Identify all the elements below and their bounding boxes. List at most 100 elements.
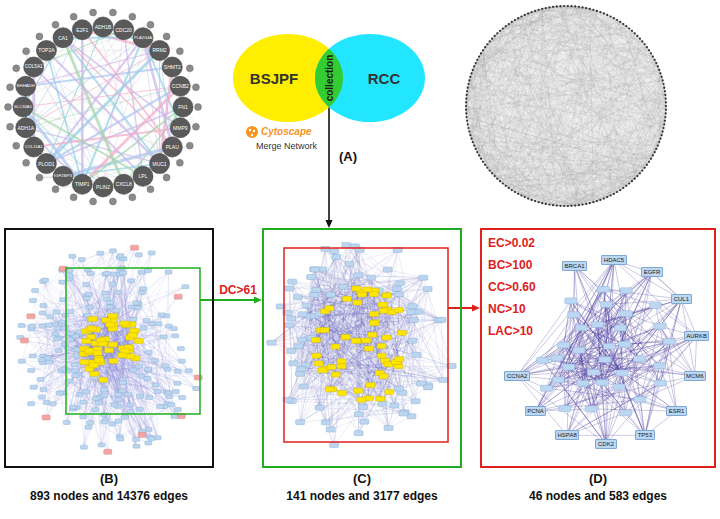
network-node (174, 408, 181, 412)
interaction-line (23, 107, 143, 176)
hub-node (559, 406, 571, 412)
network-node (82, 390, 89, 394)
interaction-line (23, 107, 82, 184)
network-dot (491, 172, 493, 174)
network-node (179, 396, 186, 400)
network-node (28, 402, 35, 406)
network-node (61, 342, 68, 346)
network-node (67, 332, 74, 336)
network-node (424, 385, 433, 390)
gene-dot (23, 159, 30, 166)
network-dot (634, 178, 636, 180)
network-dot (570, 205, 572, 207)
hub-node (616, 370, 628, 376)
network-dot (567, 5, 569, 7)
network-node (330, 443, 339, 448)
network-node (71, 363, 78, 367)
network-dot (508, 23, 510, 25)
gene-circle (16, 118, 36, 138)
network-dot (520, 194, 522, 196)
network-dot (465, 101, 467, 103)
network-node (127, 410, 134, 414)
network-node (310, 292, 319, 297)
network-node (72, 374, 79, 378)
hub-node (613, 384, 625, 390)
core-node (106, 322, 115, 327)
network-node (100, 388, 107, 392)
network-dot (538, 9, 540, 11)
network-dot (581, 6, 583, 8)
logo-dot (253, 130, 255, 132)
network-dot (502, 27, 504, 29)
network-node (55, 348, 62, 352)
network-node (154, 389, 161, 393)
flow-arrow (325, 105, 332, 228)
network-dot (508, 187, 510, 189)
flow-arrow (214, 296, 262, 303)
network-dot (659, 138, 661, 140)
panel-caption: 893 nodes and 14376 edges (6, 489, 212, 503)
network-node (128, 305, 135, 309)
hub-node (585, 406, 597, 412)
network-node (140, 287, 147, 291)
network-node (47, 315, 54, 319)
network-dot (531, 11, 533, 13)
set-label: BSJPF (250, 70, 298, 87)
network-dot (664, 116, 666, 118)
network-dot (603, 12, 605, 14)
network-node (80, 415, 87, 419)
core-node (376, 396, 385, 401)
gene-name: MMP9 (173, 125, 187, 131)
network-dot (609, 15, 611, 17)
network-dot (524, 196, 526, 198)
network-dot (589, 8, 591, 10)
core-node (109, 358, 118, 363)
network-dot (494, 175, 496, 177)
core-node (382, 293, 391, 298)
interaction-line (143, 38, 172, 147)
network-node (172, 334, 179, 338)
network-dot (467, 87, 469, 89)
network-node (101, 420, 108, 424)
network-dot (622, 23, 624, 25)
gene-name: CCNB2 (172, 83, 189, 89)
hub-node (600, 302, 612, 308)
interaction-line (23, 38, 63, 107)
network-node (423, 286, 432, 291)
venn-overlap: collection (319, 51, 339, 105)
gene-dot (192, 84, 199, 91)
filter-criterion: BC>100 (486, 258, 534, 272)
gene-dot (5, 104, 12, 111)
core-node (95, 358, 104, 363)
network-node (27, 314, 35, 319)
network-node (98, 443, 105, 447)
network-node (144, 376, 151, 380)
network-node (330, 249, 339, 254)
panel-caption: (D) (482, 471, 714, 486)
network-node (399, 411, 408, 416)
filter-criterion: CC>0.60 (486, 280, 538, 294)
hub-node (619, 341, 631, 347)
network-dot (470, 72, 472, 74)
gene-circle (53, 28, 73, 48)
core-node (379, 374, 388, 379)
gene-name: TIMP1 (75, 181, 90, 187)
zoom-lead (200, 299, 214, 301)
network-node (182, 285, 189, 289)
filtered-network (267, 242, 462, 447)
network-node (113, 309, 120, 313)
network-node (288, 279, 297, 284)
network-node (145, 268, 152, 272)
network-dot (524, 14, 526, 16)
network-node (293, 294, 302, 299)
network-node (177, 347, 184, 351)
network-node (165, 270, 172, 274)
network-node (119, 381, 126, 385)
network-node (294, 344, 303, 349)
core-node (377, 343, 386, 348)
gene-name: LPL (139, 173, 148, 179)
gene-dot (186, 65, 193, 72)
gene-circle (36, 154, 56, 174)
network-dot (652, 55, 654, 57)
gene-name: CDC20 (116, 27, 132, 33)
